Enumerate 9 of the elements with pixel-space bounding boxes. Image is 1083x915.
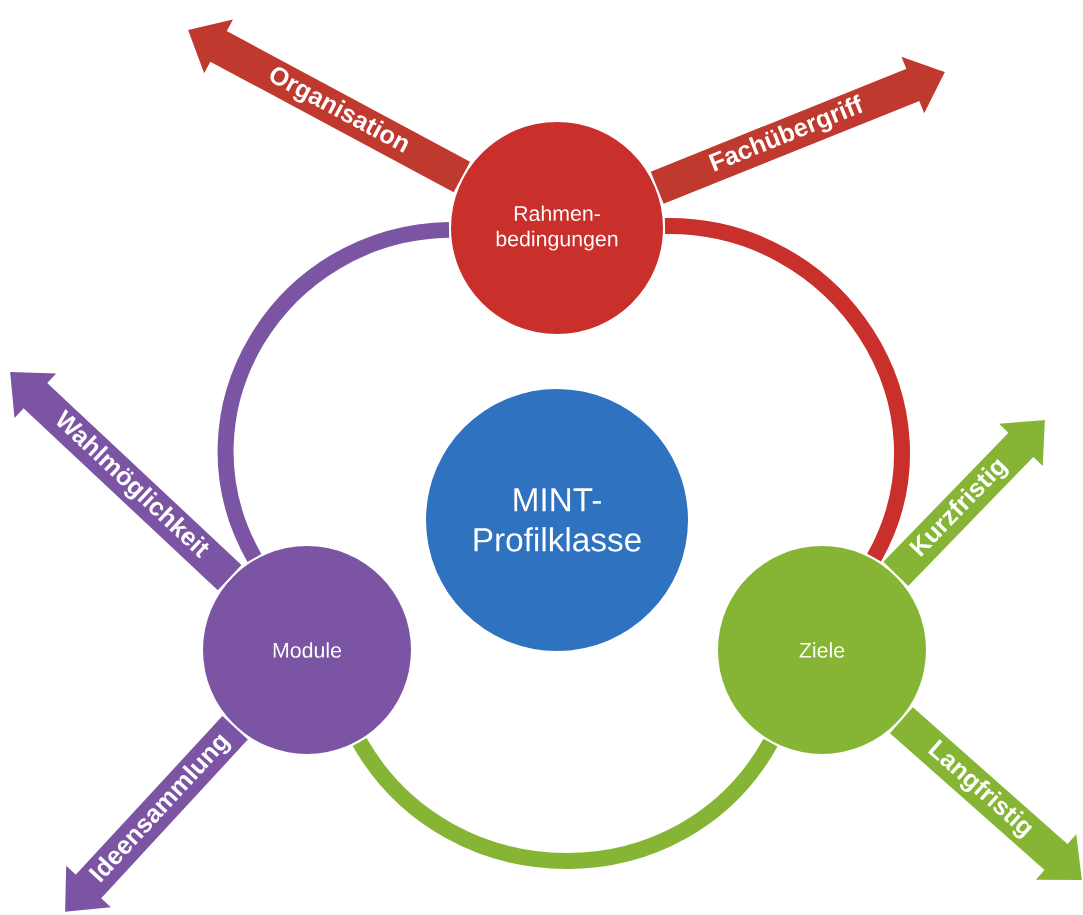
circle-node: Rahmen- bedingungen xyxy=(449,120,665,336)
arrow xyxy=(889,707,1082,880)
circle-node: MINT- Profilklasse xyxy=(424,387,690,653)
ring-arc xyxy=(664,218,910,561)
arrow xyxy=(10,372,242,591)
ring-arc xyxy=(353,737,778,869)
ring-arc xyxy=(217,221,450,562)
arrow xyxy=(65,716,248,912)
arrow xyxy=(883,420,1045,586)
